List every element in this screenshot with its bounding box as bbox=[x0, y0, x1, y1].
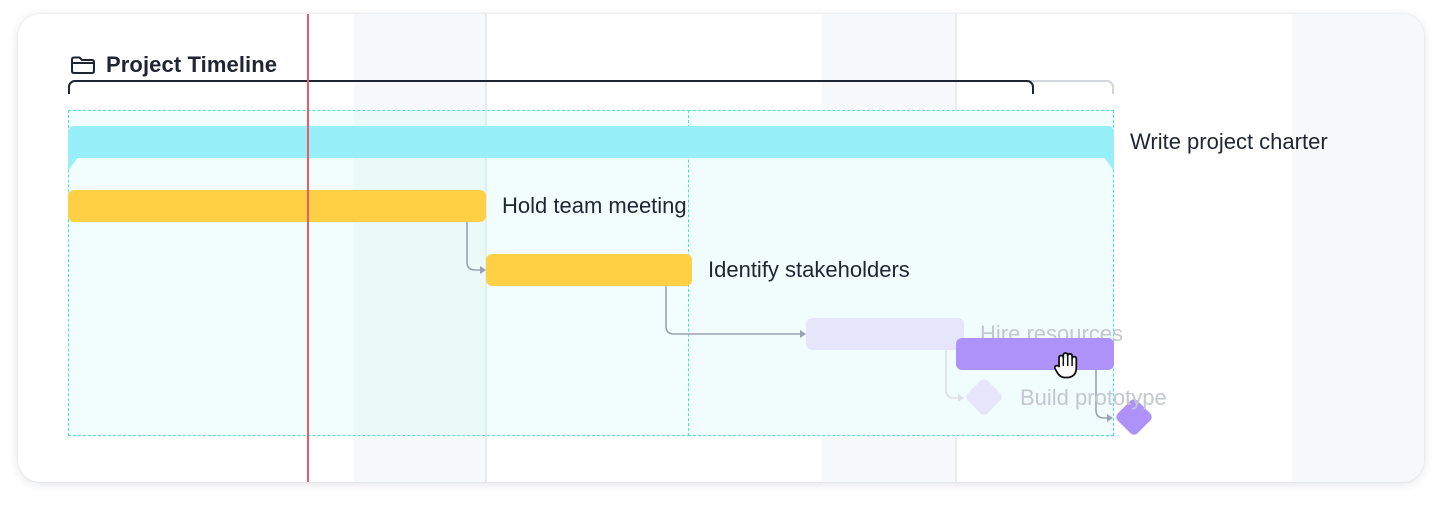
today-marker bbox=[307, 14, 309, 482]
weekend-band bbox=[1292, 14, 1424, 482]
folder-icon bbox=[71, 56, 95, 74]
task-label: Write project charter bbox=[1130, 129, 1328, 154]
milestone-label-ghost: Build prototype bbox=[1020, 385, 1167, 410]
task-label: Hold team meeting bbox=[502, 193, 687, 218]
task-label: Identify stakeholders bbox=[708, 257, 910, 282]
weekend-band bbox=[354, 14, 486, 482]
task-bar-ghost bbox=[806, 318, 964, 350]
selection-subregion bbox=[688, 110, 1114, 436]
summary-bar[interactable] bbox=[68, 126, 1114, 158]
project-span-ghost bbox=[1018, 80, 1114, 94]
project-header[interactable]: Project Timeline bbox=[70, 52, 277, 78]
task-bar[interactable] bbox=[68, 190, 486, 222]
week-gridline bbox=[485, 14, 487, 482]
project-span-bracket bbox=[68, 80, 1034, 94]
task-bar-dragging[interactable] bbox=[956, 338, 1114, 370]
grab-hand-icon bbox=[1053, 352, 1078, 379]
timeline-card: Project Timeline Write project charter bbox=[18, 14, 1424, 482]
page-title: Project Timeline bbox=[106, 52, 278, 77]
summary-bar-ends bbox=[68, 157, 1114, 171]
task-bar[interactable] bbox=[486, 254, 692, 286]
